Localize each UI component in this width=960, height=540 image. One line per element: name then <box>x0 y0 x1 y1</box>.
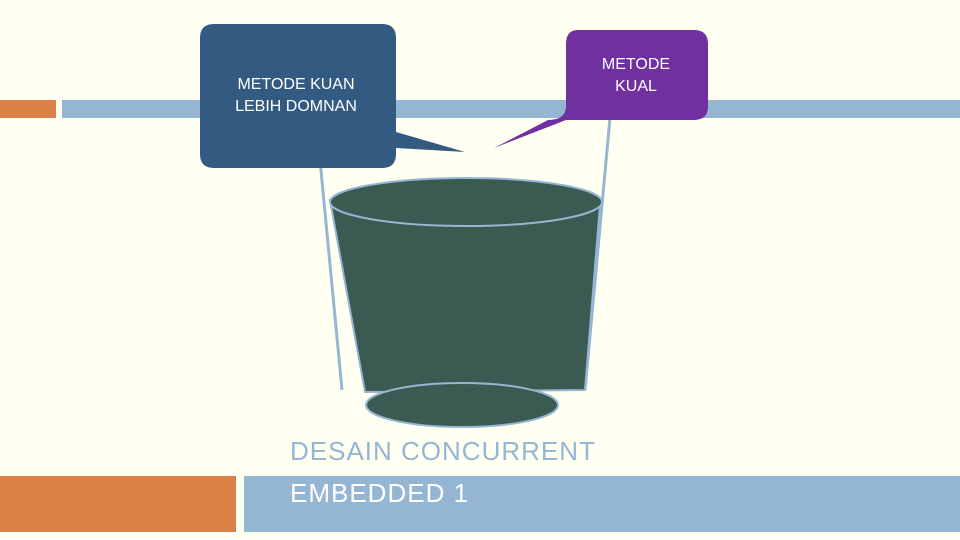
top-accent-orange-bar <box>0 100 56 118</box>
bottom-accent-orange-bar <box>0 476 236 532</box>
bucket-icon <box>328 177 603 428</box>
bottom-accent-blue-bar <box>244 476 960 532</box>
callout-kuan <box>200 24 465 168</box>
slide-title: DESAIN CONCURRENT <box>290 436 596 466</box>
callout-kuan-label: METODE KUAN LEBIH DOMNAN <box>235 76 357 115</box>
left-rope-line <box>318 159 344 391</box>
callout-kual <box>494 30 708 148</box>
callout-kual-label: METODE KUAL <box>601 56 671 95</box>
slide-subtitle: EMBEDDED 1 <box>290 478 470 508</box>
